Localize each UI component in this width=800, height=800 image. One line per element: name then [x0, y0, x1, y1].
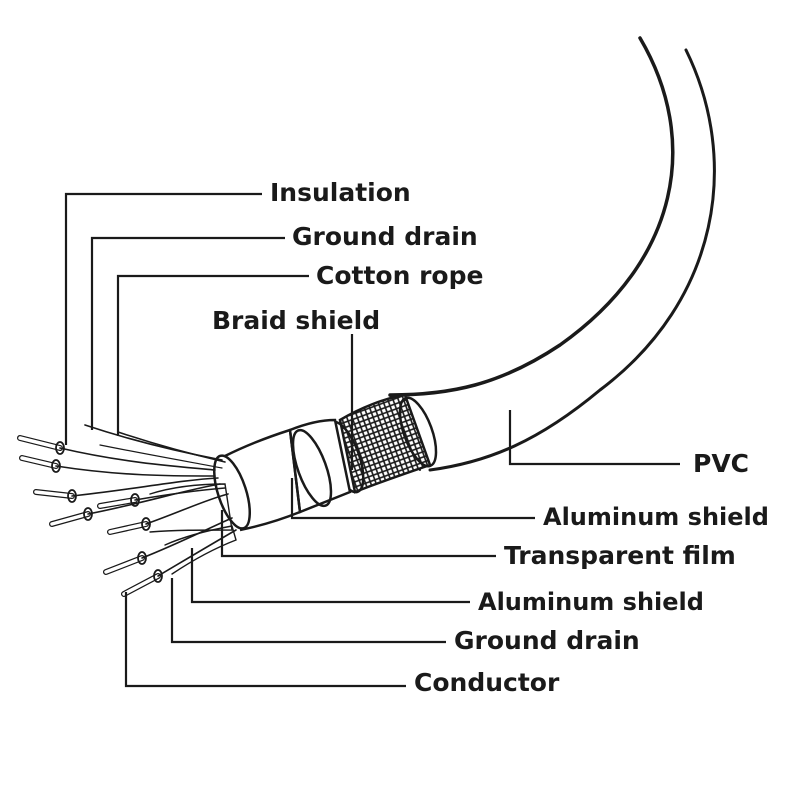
leader-aluminum-shield-outer	[290, 478, 535, 520]
leader-conductor	[124, 592, 406, 688]
leader-cotton-rope	[116, 274, 309, 436]
leader-lines	[64, 192, 680, 688]
label-cotton-rope: Cotton rope	[316, 261, 484, 290]
braid-shield-band	[325, 393, 438, 494]
label-insulation: Insulation	[270, 178, 411, 207]
label-transparent-film: Transparent film	[504, 541, 736, 570]
pvc-jacket	[388, 36, 716, 472]
label-conductor: Conductor	[414, 668, 560, 697]
label-ground-drain-bottom: Ground drain	[454, 626, 640, 655]
leader-ground-drain-bottom	[170, 578, 446, 644]
leader-pvc	[508, 410, 680, 466]
leader-aluminum-shield-inner	[190, 548, 470, 604]
label-aluminum-shield-inner: Aluminum shield	[478, 588, 704, 616]
label-pvc: PVC	[693, 449, 750, 478]
leader-insulation	[64, 192, 262, 445]
leader-ground-drain-top	[90, 236, 285, 430]
label-ground-drain-top: Ground drain	[292, 222, 478, 251]
inner-pairs	[17, 424, 237, 597]
label-aluminum-shield-outer: Aluminum shield	[543, 503, 769, 531]
leader-transparent-film	[220, 510, 496, 558]
aluminum-shield-outer-band	[288, 418, 352, 514]
label-braid-shield: Braid shield	[212, 306, 381, 335]
